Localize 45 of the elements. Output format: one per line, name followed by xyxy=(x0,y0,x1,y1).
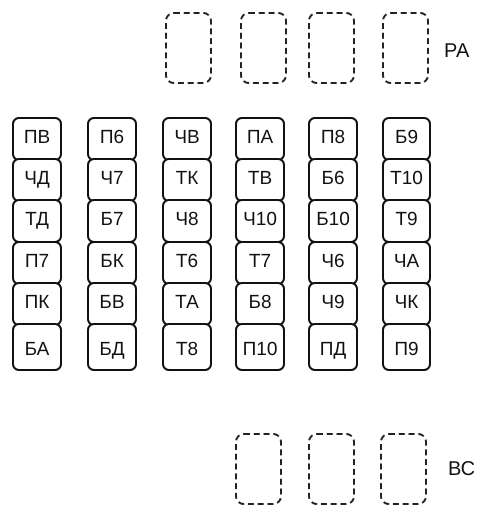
playing-card: Ч6 xyxy=(308,241,358,285)
playing-card: Б7 xyxy=(87,199,137,243)
row-label: ВС xyxy=(448,458,476,481)
playing-card: П7 xyxy=(12,241,62,285)
playing-card: П9 xyxy=(382,323,431,371)
playing-card: ПК xyxy=(12,282,62,326)
playing-card: БД xyxy=(87,323,137,371)
playing-card: ЧВ xyxy=(162,117,212,161)
playing-card: Ч7 xyxy=(87,158,137,202)
playing-card: Ч10 xyxy=(235,199,285,243)
playing-card: Т6 xyxy=(162,241,212,285)
row-label: РА xyxy=(444,40,470,63)
playing-card: БВ xyxy=(87,282,137,326)
playing-card: ПВ xyxy=(12,117,62,161)
empty-card-slot xyxy=(308,12,355,84)
playing-card: ТК xyxy=(162,158,212,202)
playing-card: ПД xyxy=(308,323,358,371)
playing-card: ТВ xyxy=(235,158,285,202)
playing-card: Б10 xyxy=(308,199,358,243)
empty-card-slot xyxy=(165,12,212,84)
playing-card: Б8 xyxy=(235,282,285,326)
playing-card: ТД xyxy=(12,199,62,243)
playing-card: БА xyxy=(12,323,62,371)
playing-card: Ч8 xyxy=(162,199,212,243)
playing-card: Б9 xyxy=(382,117,431,161)
playing-card: ЧК xyxy=(382,282,431,326)
playing-card: Т10 xyxy=(382,158,431,202)
playing-card: Б6 xyxy=(308,158,358,202)
playing-card: ТА xyxy=(162,282,212,326)
playing-card: Т9 xyxy=(382,199,431,243)
playing-card: ЧА xyxy=(382,241,431,285)
empty-card-slot xyxy=(235,433,282,505)
empty-card-slot xyxy=(382,12,429,84)
playing-card: БК xyxy=(87,241,137,285)
playing-card: Т8 xyxy=(162,323,212,371)
playing-card: ЧД xyxy=(12,158,62,202)
empty-card-slot xyxy=(308,433,355,505)
playing-card: П6 xyxy=(87,117,137,161)
playing-card: П8 xyxy=(308,117,358,161)
empty-card-slot xyxy=(240,12,287,84)
playing-card: Т7 xyxy=(235,241,285,285)
playing-card: ПА xyxy=(235,117,285,161)
playing-card: Ч9 xyxy=(308,282,358,326)
playing-card: П10 xyxy=(235,323,285,371)
empty-card-slot xyxy=(380,433,427,505)
